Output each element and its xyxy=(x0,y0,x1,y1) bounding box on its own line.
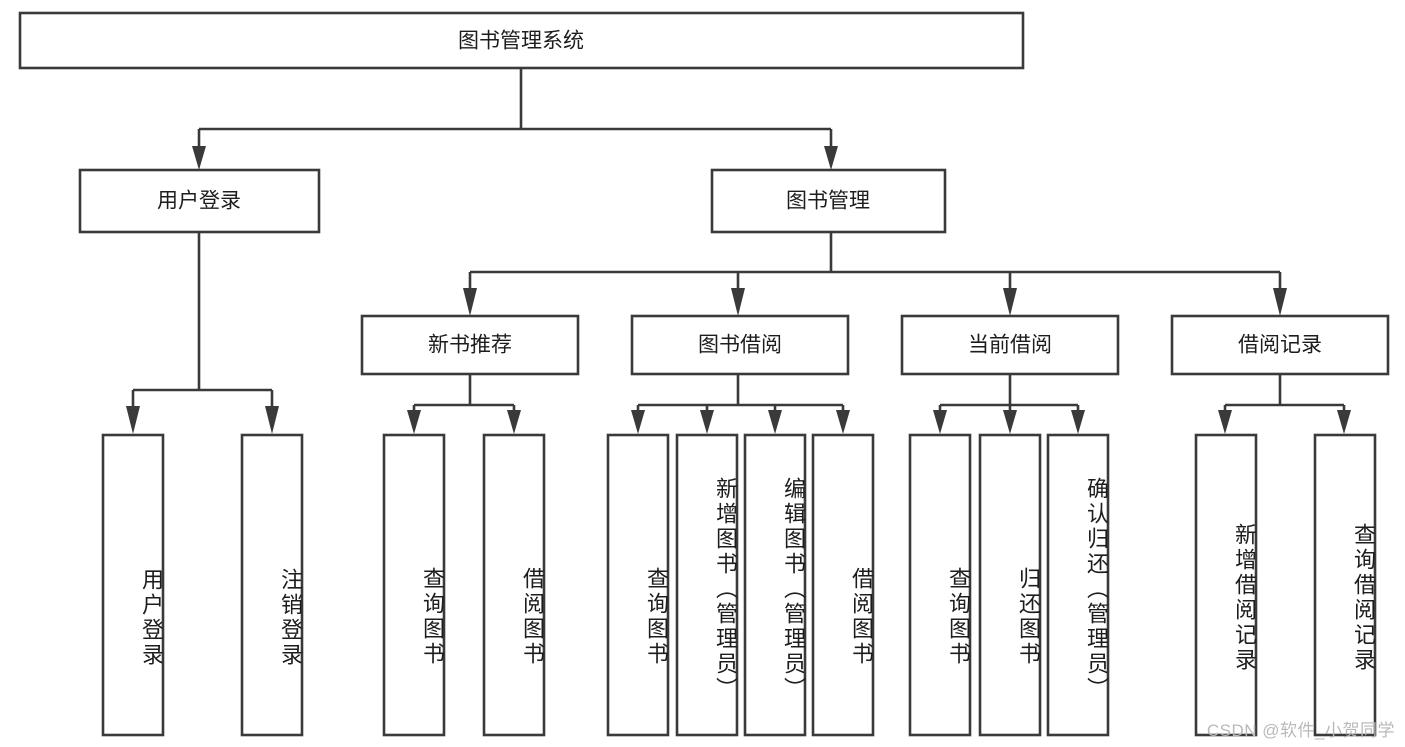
leaf-boxes-layer xyxy=(101,433,1377,737)
arrow-head-leaf-record-add xyxy=(1218,410,1232,434)
arrow-head-book-mgmt xyxy=(824,146,838,170)
csdn-watermark: CSDN @软件_小贺同学 xyxy=(1206,721,1395,740)
connectors-layer xyxy=(126,68,1351,434)
arrow-head-leaf-rec-query xyxy=(407,410,421,434)
arrow-head-leaf-borrow-query xyxy=(631,410,645,434)
node-leaf-rec-query-box[interactable] xyxy=(382,433,446,737)
node-leaf-borrow-edit-box[interactable] xyxy=(743,433,807,737)
node-leaf-borrow-add-box[interactable] xyxy=(675,433,739,737)
node-root[interactable]: 图书管理系统 xyxy=(18,11,1025,70)
node-new-book-rec[interactable]: 新书推荐 xyxy=(360,314,580,376)
node-leaf-user-logout-box[interactable] xyxy=(240,433,304,737)
node-new-book-rec-label: 新书推荐 xyxy=(428,334,512,357)
node-current-borrow-box[interactable] xyxy=(900,314,1120,376)
node-leaf-record-query-box[interactable] xyxy=(1313,433,1377,737)
node-current-borrow[interactable]: 当前借阅 xyxy=(900,314,1120,376)
arrow-head-leaf-borrow-edit xyxy=(768,410,782,434)
node-leaf-current-return-box[interactable] xyxy=(978,433,1042,737)
node-book-borrow-label: 图书借阅 xyxy=(698,334,782,357)
node-book-mgmt-box[interactable] xyxy=(710,168,947,234)
arrow-head-book-borrow xyxy=(731,288,745,316)
arrow-head-leaf-current-confirm xyxy=(1071,410,1085,434)
node-root-box[interactable] xyxy=(18,11,1025,70)
node-leaf-borrow-query-box[interactable] xyxy=(606,433,670,737)
node-user-login-label: 用户登录 xyxy=(157,190,241,213)
node-borrow-record-label: 借阅记录 xyxy=(1238,334,1322,357)
node-book-borrow-box[interactable] xyxy=(630,314,850,376)
arrow-head-leaf-current-query xyxy=(933,410,947,434)
node-borrow-record-box[interactable] xyxy=(1170,314,1390,376)
node-leaf-current-query-box[interactable] xyxy=(908,433,972,737)
node-book-mgmt-label: 图书管理 xyxy=(786,190,870,213)
arrow-head-leaf-borrow-do xyxy=(836,410,850,434)
node-borrow-record[interactable]: 借阅记录 xyxy=(1170,314,1390,376)
node-leaf-record-add-box[interactable] xyxy=(1194,433,1258,737)
arrow-head-leaf-borrow-add xyxy=(700,410,714,434)
node-book-mgmt[interactable]: 图书管理 xyxy=(710,168,947,234)
arrow-head-user-login xyxy=(192,146,206,170)
node-user-login[interactable]: 用户登录 xyxy=(78,168,321,234)
arrow-head-new-book-rec xyxy=(463,288,477,316)
node-book-borrow[interactable]: 图书借阅 xyxy=(630,314,850,376)
node-new-book-rec-box[interactable] xyxy=(360,314,580,376)
node-leaf-user-login-box[interactable] xyxy=(101,433,165,737)
arrow-head-current-borrow xyxy=(1003,288,1017,316)
arrow-head-leaf-rec-borrow xyxy=(507,410,521,434)
node-current-borrow-label: 当前借阅 xyxy=(968,334,1052,357)
arrow-head-borrow-record xyxy=(1273,288,1287,316)
node-root-label: 图书管理系统 xyxy=(458,30,584,53)
arrow-head-leaf-user-logout xyxy=(265,406,279,434)
arrow-head-leaf-user-login xyxy=(126,406,140,434)
arrow-head-leaf-current-return xyxy=(1003,410,1017,434)
node-leaf-current-confirm-box[interactable] xyxy=(1046,433,1110,737)
node-leaf-rec-borrow-box[interactable] xyxy=(482,433,546,737)
node-user-login-box[interactable] xyxy=(78,168,321,234)
arrow-head-leaf-record-query xyxy=(1337,410,1351,434)
node-leaf-borrow-do-box[interactable] xyxy=(811,433,875,737)
